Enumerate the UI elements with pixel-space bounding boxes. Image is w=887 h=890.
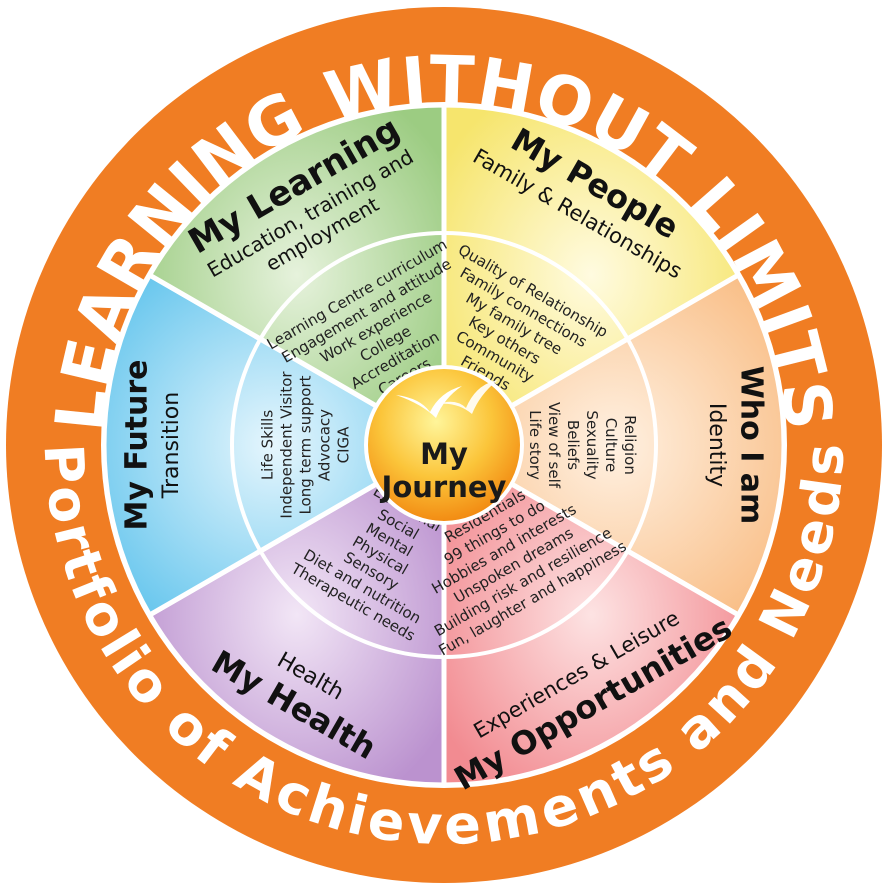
inner-circle-line [230, 231, 658, 659]
future-item-1: Independent Visitor [278, 371, 296, 519]
future-title-0: My Future [120, 359, 155, 530]
birds-icon [396, 380, 498, 418]
center-title-line1: My [420, 437, 468, 471]
segment-opportunities [441, 440, 742, 788]
segment-learning [146, 102, 447, 450]
future-subtitle-0: Transition [159, 392, 184, 499]
identity-item-1: Culture [602, 418, 620, 473]
future-item-4: CIGA [335, 426, 353, 464]
identity-item-4: View of self [545, 402, 563, 489]
segment-future [101, 271, 450, 619]
identity-item-2: Sexuality [583, 410, 601, 479]
future-item-2: Long term support [297, 375, 315, 514]
future-item-3: Advocacy [316, 409, 334, 481]
future-item-0: Life Skills [259, 410, 277, 481]
identity-item-0: Religion [621, 415, 639, 475]
identity-item-3: Beliefs [564, 420, 582, 470]
identity-title-0: Who I am [734, 366, 769, 525]
identity-item-5: Life story [526, 410, 544, 480]
center-circle [364, 365, 524, 525]
center-title-line2: Journey [380, 470, 507, 504]
segment-identity [438, 271, 787, 619]
identity-subtitle-0: Identity [704, 403, 729, 487]
segment-health [146, 440, 447, 788]
segment-people [441, 102, 742, 450]
